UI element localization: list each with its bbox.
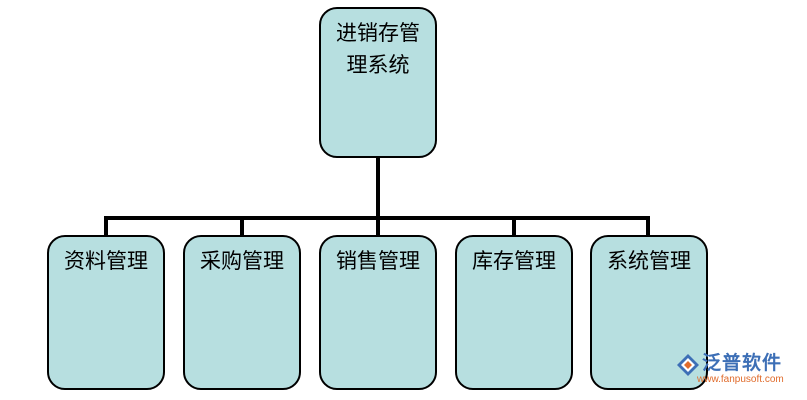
child-node-box: 采购管理 bbox=[183, 235, 301, 390]
child-node-label: 采购管理 bbox=[200, 249, 284, 273]
child-node-box: 资料管理 bbox=[47, 235, 165, 390]
child-node-label: 库存管理 bbox=[472, 249, 556, 273]
root-node-box: 进销存管 理系统 bbox=[319, 7, 437, 158]
child-node-label: 系统管理 bbox=[607, 249, 691, 273]
child-node-box: 销售管理 bbox=[319, 235, 437, 390]
child-node-label: 资料管理 bbox=[64, 249, 148, 273]
brand-name: 泛普软件 bbox=[702, 352, 783, 374]
brand-logo-icon bbox=[677, 354, 699, 376]
brand-url: www.fanpusoft.com bbox=[697, 374, 784, 385]
child-node-box: 库存管理 bbox=[455, 235, 573, 390]
child-node-label: 销售管理 bbox=[336, 249, 420, 273]
root-node-label-line1: 进销存管 bbox=[336, 21, 420, 45]
brand-watermark: 泛普软件 www.fanpusoft.com bbox=[675, 348, 799, 390]
root-node-label-line2: 理系统 bbox=[346, 53, 410, 77]
